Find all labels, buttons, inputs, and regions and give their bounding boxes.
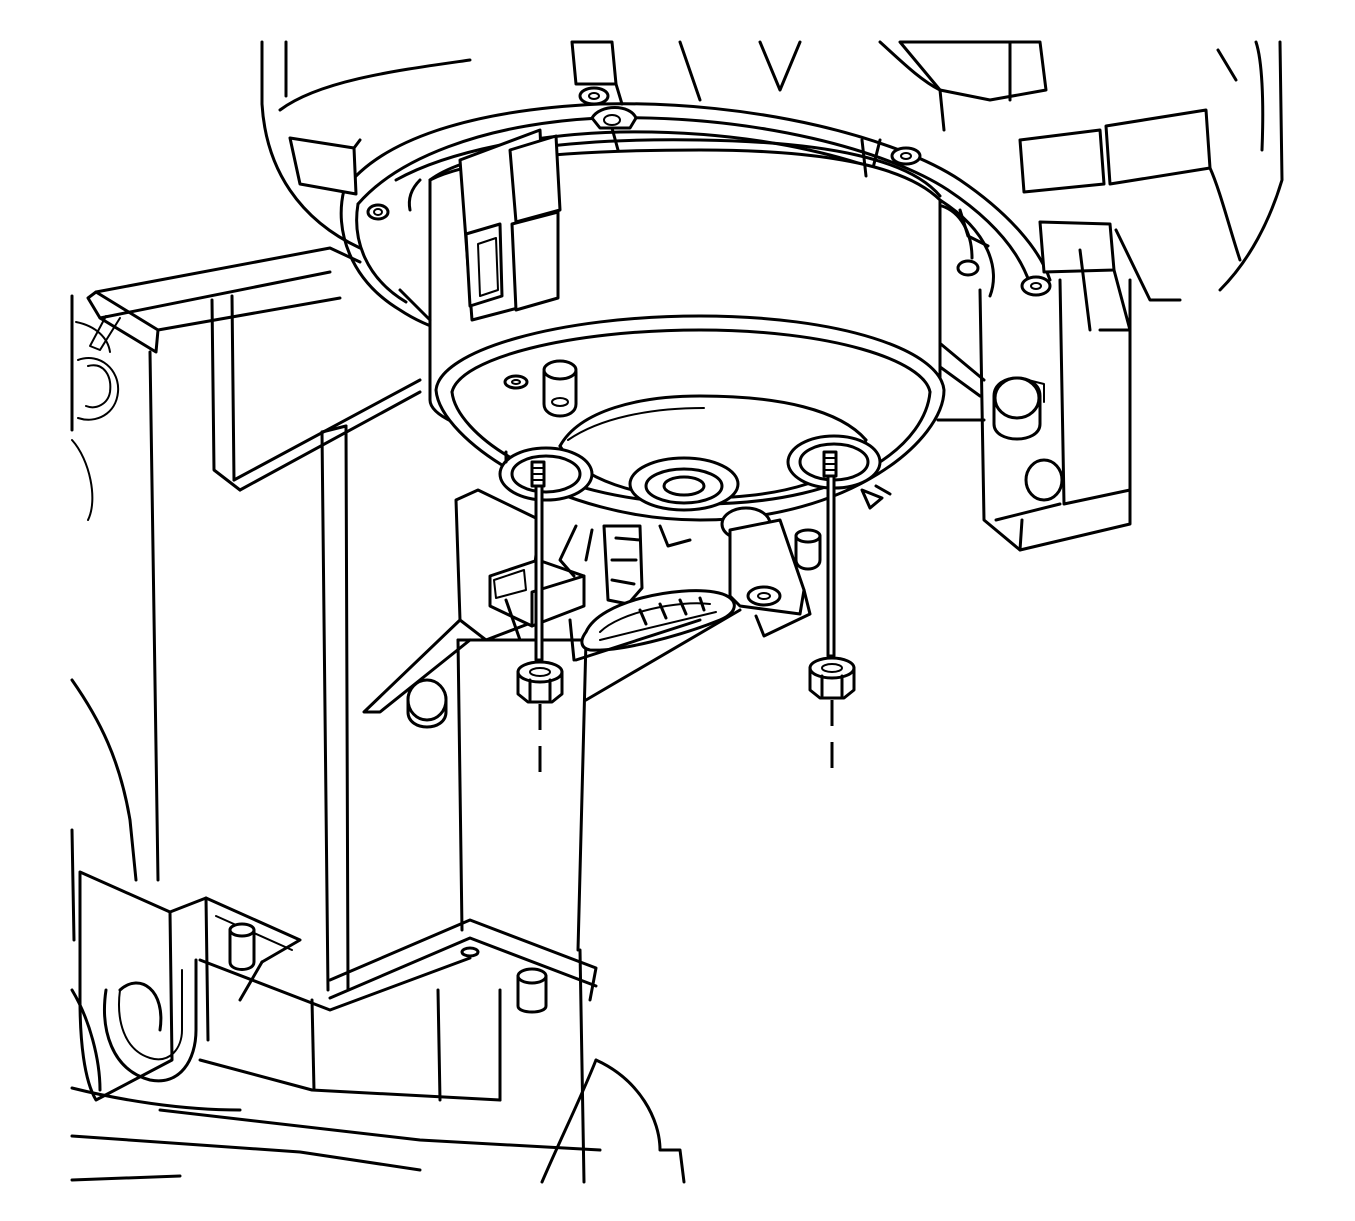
blower-motor-housing <box>260 40 1284 344</box>
side-bracket <box>934 248 1132 552</box>
mounting-studs <box>530 450 838 662</box>
blower-motor <box>398 128 990 542</box>
motor-connector-and-brackets <box>362 488 822 729</box>
hex-nut-right <box>808 656 856 700</box>
removal-centerlines <box>538 700 834 772</box>
hvac-module-case <box>70 246 686 1184</box>
hex-nut-left <box>516 660 564 704</box>
